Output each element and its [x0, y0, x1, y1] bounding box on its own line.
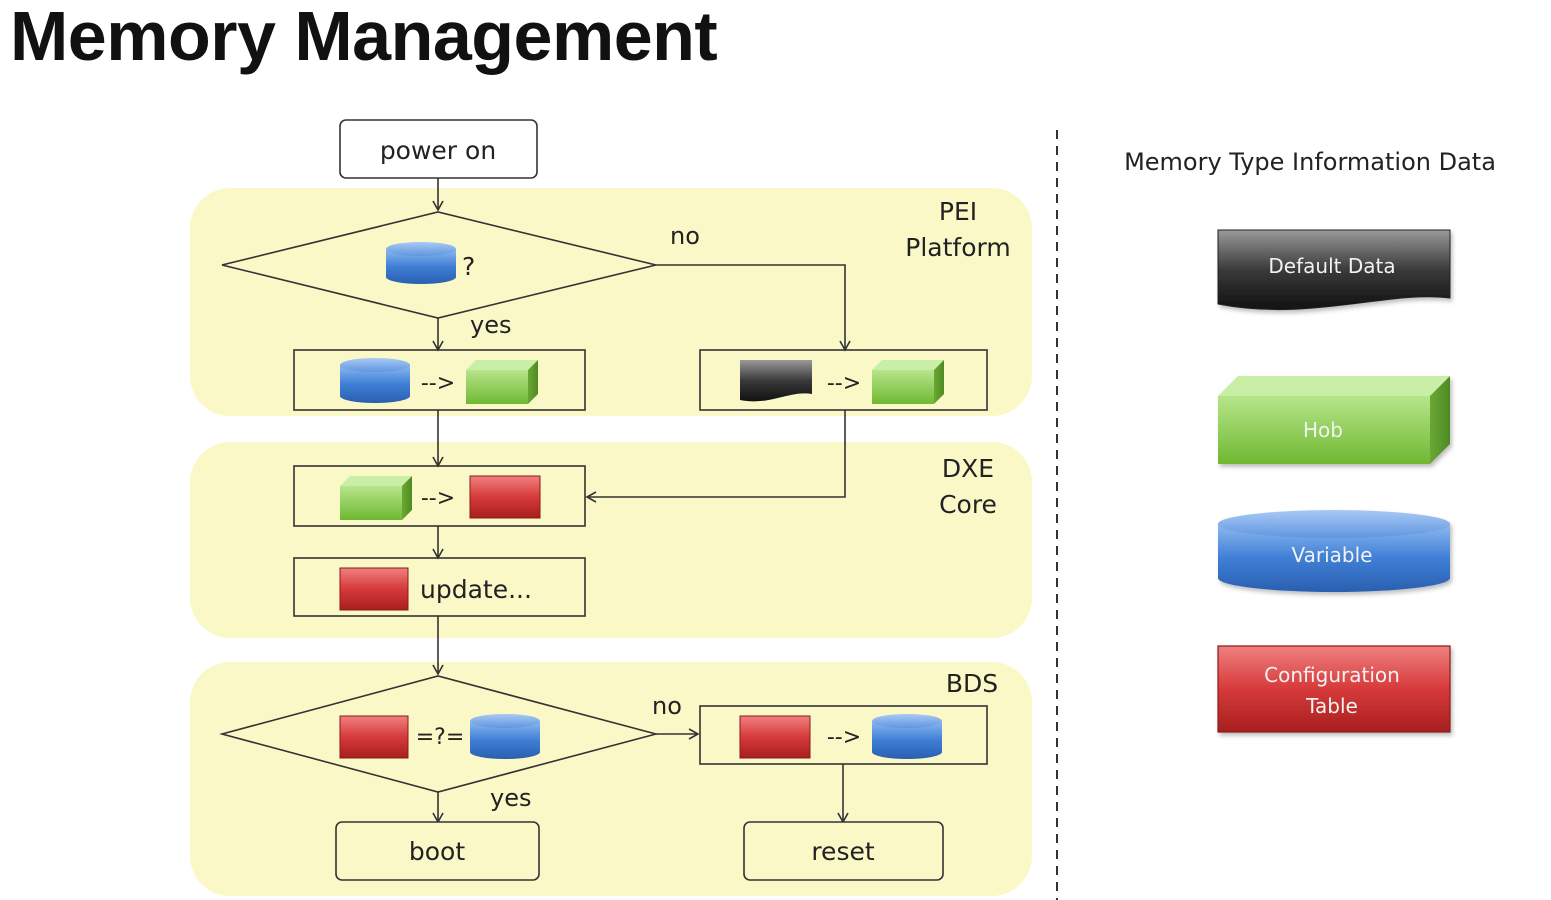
default-to-hob-step	[699, 349, 988, 411]
hob-box-icon	[466, 360, 538, 404]
hob-to-config-step	[293, 465, 586, 527]
hob-box-icon	[872, 360, 944, 404]
default-data-icon	[740, 360, 812, 402]
variable-cylinder-icon	[386, 242, 456, 284]
arrow-text: -->	[421, 486, 455, 511]
legend-default-data	[1217, 229, 1451, 311]
hob-box-icon	[340, 476, 412, 520]
legend-configuration-table	[1217, 645, 1451, 733]
update-label: update...	[420, 575, 532, 604]
dxe-label-line2: Core	[939, 490, 997, 519]
power-on-label: power on	[380, 136, 496, 165]
reset-node	[743, 821, 944, 881]
pei-label-line1: PEI	[939, 197, 977, 226]
power-on-node	[339, 119, 538, 179]
variable-cylinder-icon	[470, 714, 540, 759]
pei-label-line2: Platform	[905, 233, 1010, 262]
legend-default-data-label: Default Data	[1268, 254, 1395, 278]
config-equals-variable-decision	[218, 675, 660, 793]
boot-label: boot	[409, 837, 465, 866]
arrow-text: -->	[827, 725, 861, 750]
flow-connectors	[432, 178, 851, 824]
variable-to-hob-step	[293, 349, 586, 411]
legend-variable-label: Variable	[1292, 543, 1373, 567]
decision1-yes-label: yes	[470, 311, 511, 339]
legend-hob-label: Hob	[1303, 418, 1343, 442]
arrow-text: -->	[827, 371, 861, 396]
decision2-no-label: no	[652, 692, 682, 720]
boot-node	[335, 821, 540, 881]
bds-label: BDS	[946, 669, 998, 698]
config-table-icon	[339, 567, 409, 611]
compare-label: =?=	[416, 725, 465, 750]
config-to-variable-step	[699, 705, 988, 765]
arrow-text: -->	[421, 371, 455, 396]
variable-cylinder-icon	[340, 358, 410, 403]
config-table-icon	[339, 715, 409, 759]
config-table-icon	[739, 715, 811, 759]
dxe-phase-band	[190, 442, 1032, 638]
legend-hob	[1218, 376, 1450, 464]
update-step	[293, 557, 586, 617]
decision1-no-label: no	[670, 222, 700, 250]
decision2-yes-label: yes	[490, 784, 531, 812]
decision1-question-mark: ?	[462, 252, 475, 281]
variable-cylinder-icon	[872, 714, 942, 759]
slide-title: Memory Management	[10, 0, 718, 75]
legend-configuration-table-label-line2: Table	[1305, 694, 1358, 718]
config-table-icon	[469, 475, 541, 519]
legend-title: Memory Type Information Data	[1124, 148, 1496, 176]
reset-label: reset	[811, 837, 875, 866]
legend-variable	[1218, 510, 1450, 592]
legend-configuration-table-label-line1: Configuration	[1264, 663, 1400, 687]
dxe-label-line1: DXE	[942, 454, 994, 483]
